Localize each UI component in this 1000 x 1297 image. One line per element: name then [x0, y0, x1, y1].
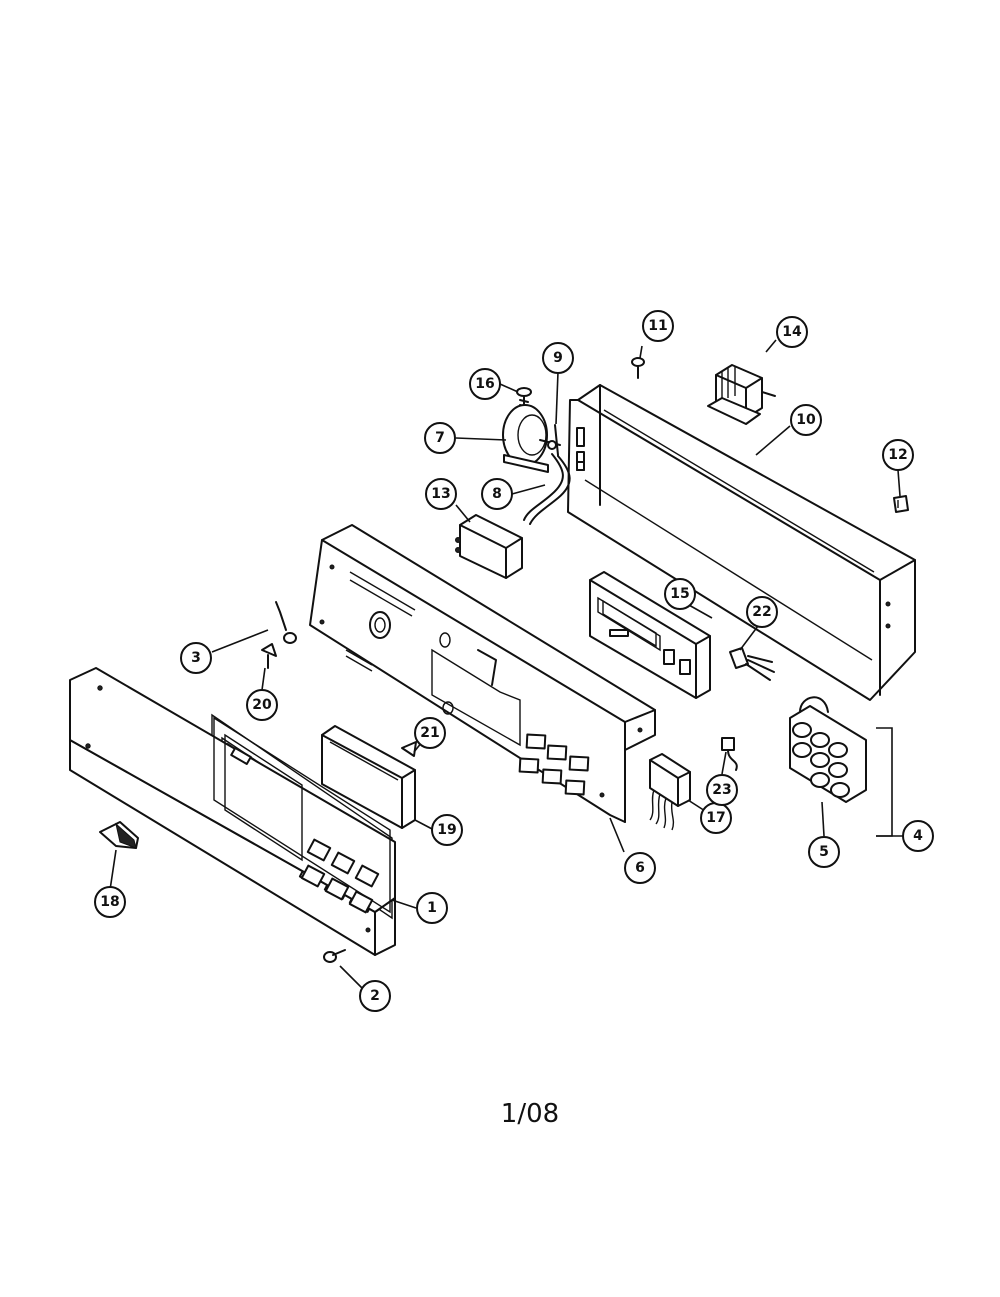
svg-text:4: 4: [913, 828, 923, 844]
page-code: 1/08: [501, 1099, 559, 1129]
svg-text:6: 6: [635, 860, 645, 876]
control-backplate: [309, 524, 656, 823]
front-panel-window-frame: [213, 716, 391, 914]
wiring-harness: [649, 753, 691, 831]
callout-15: 15: [664, 578, 696, 610]
front-panel-logo-badge: [230, 747, 252, 765]
callout-19: 19: [431, 814, 463, 846]
callout-11: 11: [642, 310, 674, 342]
callout-7: 7: [424, 422, 456, 454]
svg-text:16: 16: [475, 376, 494, 392]
svg-text:3: 3: [191, 650, 201, 666]
svg-text:19: 19: [437, 822, 456, 838]
callout-8: 8: [481, 478, 513, 510]
callout-23: 23: [706, 774, 738, 806]
svg-text:10: 10: [796, 412, 816, 428]
keypad-membrane: [789, 696, 893, 837]
wire-connector-22: [729, 647, 775, 681]
svg-text:2: 2: [370, 988, 380, 1004]
svg-text:22: 22: [752, 604, 771, 620]
callout-2: 2: [359, 980, 391, 1012]
front-panel-hole-top: [97, 685, 103, 691]
svg-text:1: 1: [427, 900, 437, 916]
callout-22: 22: [746, 596, 778, 628]
svg-text:20: 20: [252, 697, 272, 713]
callout-18: 18: [94, 886, 126, 918]
relay-block: [455, 514, 523, 579]
callout-9: 9: [542, 342, 574, 374]
callout-17: 17: [700, 802, 732, 834]
screw-2: [323, 949, 346, 963]
svg-text:18: 18: [100, 894, 119, 910]
ground-strap: [275, 601, 297, 644]
front-panel-display-window: [224, 733, 303, 862]
svg-text:5: 5: [819, 844, 829, 860]
screw-20: [261, 643, 277, 669]
svg-text:15: 15: [670, 586, 689, 602]
callout-4: 4: [902, 820, 934, 852]
connector-23: [721, 737, 738, 771]
callout-5: 5: [808, 836, 840, 868]
callout-21: 21: [414, 717, 446, 749]
svg-text:12: 12: [888, 447, 907, 463]
svg-text:9: 9: [553, 350, 563, 366]
callout-20: 20: [246, 689, 278, 721]
svg-text:14: 14: [782, 324, 802, 340]
transformer: [707, 364, 776, 425]
svg-text:17: 17: [706, 810, 725, 826]
callout-1: 1: [416, 892, 448, 924]
screw-11: [631, 357, 645, 379]
svg-text:7: 7: [435, 430, 445, 446]
callout-10: 10: [790, 404, 822, 436]
clip-21: [401, 741, 417, 757]
callout-16: 16: [469, 368, 501, 400]
hose-assembly: [523, 424, 571, 525]
blower-assembly: [502, 404, 561, 473]
callout-6: 6: [624, 852, 656, 884]
front-panel-hole-bottom: [85, 743, 91, 749]
callout-3: 3: [180, 642, 212, 674]
front-panel-buttons: [300, 838, 380, 914]
callout-13: 13: [425, 478, 457, 510]
console-housing: [567, 384, 916, 701]
control-board: [589, 571, 711, 699]
svg-text:13: 13: [431, 486, 450, 502]
svg-text:21: 21: [420, 725, 439, 741]
callout-14: 14: [776, 316, 808, 348]
callout-12: 12: [882, 439, 914, 471]
svg-text:23: 23: [712, 782, 731, 798]
clip-18: [99, 821, 139, 849]
svg-text:8: 8: [492, 486, 502, 502]
clip-12: [893, 495, 909, 513]
svg-text:11: 11: [648, 318, 667, 334]
